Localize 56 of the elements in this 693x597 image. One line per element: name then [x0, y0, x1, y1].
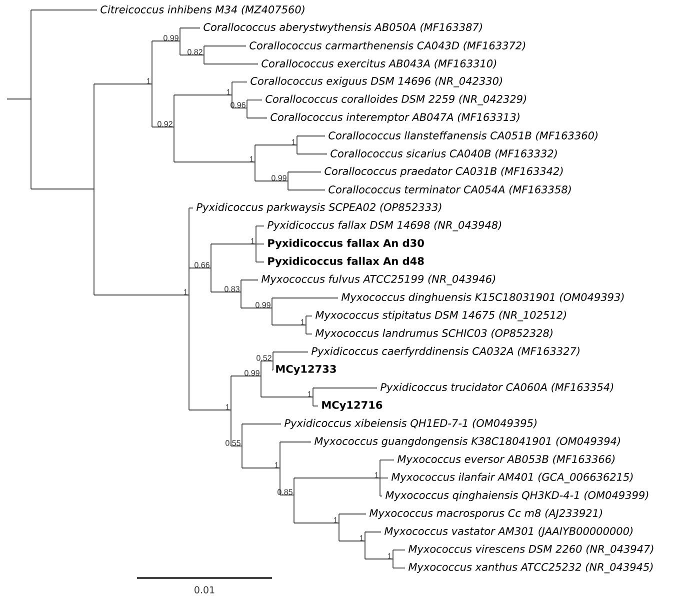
support-value: 1: [226, 404, 230, 410]
taxon-label: Myxococcus landrumus SCHIC03 (OP852328): [315, 328, 552, 340]
support-value: 1: [250, 156, 254, 162]
taxon-label: MCy12733: [276, 364, 336, 376]
taxon-label: Myxococcus vastator AM301 (JAAIYB00000000): [384, 526, 633, 538]
scale-label: 0.01: [194, 586, 214, 594]
taxon-label: Myxococcus ilanfair AM401 (GCA_006636215): [391, 472, 633, 484]
taxon-label: Corallococcus terminator CA054A (MF163358): [328, 185, 571, 195]
support-value: 1: [226, 89, 230, 95]
taxon-label: Pyxidicoccus parkwaysis SCPEA02 (OP852333): [196, 202, 442, 214]
support-value: 0.82: [188, 49, 202, 55]
taxon-label: Citreicoccus inhibens M34 (MZ407560): [100, 5, 304, 15]
support-value: 0.52: [256, 355, 272, 361]
support-value: 1: [300, 319, 304, 325]
support-value: 1: [374, 472, 378, 478]
taxon-label: Myxococcus fulvus ATCC25199 (NR_043946): [261, 274, 496, 286]
taxon-label: MCy12716: [322, 400, 382, 412]
support-value: 1: [146, 78, 150, 84]
support-value: 1: [274, 462, 278, 468]
support-value: 1: [292, 139, 296, 145]
taxon-label: Corallococcus coralloides DSM 2259 (NR_042329): [266, 94, 526, 106]
support-value: 0.99: [272, 175, 286, 181]
support-value: 0.66: [194, 262, 210, 268]
taxon-label: Myxococcus dinghuensis K15C18031901 (OM049393): [342, 292, 624, 304]
support-value: 0.92: [158, 121, 172, 127]
taxon-label: Corallococcus praedator CA031B (MF163342): [324, 166, 563, 178]
taxon-label: Corallococcus sicarius CA040B (MF163332): [330, 149, 557, 159]
taxon-label: Corallococcus carmarthenensis CA043D (MF163372): [250, 41, 526, 51]
taxon-label: Myxococcus stipitatus DSM 14675 (NR_102512): [315, 310, 566, 322]
taxon-label: Pyxidicoccus xibeiensis QH1ED-7-1 (OM049395): [284, 418, 537, 430]
support-value: 0.99: [164, 35, 178, 41]
support-value: 1: [250, 238, 254, 244]
support-value: 0.99: [256, 302, 270, 308]
taxon-label: Pyxidicoccus fallax DSM 14698 (NR_043948): [267, 220, 502, 232]
taxon-label: Myxococcus qinghaiensis QH3KD-4-1 (OM049399): [386, 490, 648, 502]
taxon-label: Corallococcus exiguus DSM 14696 (NR_042330): [250, 76, 502, 88]
taxon-label: Pyxidicoccus trucidator CA060A (MF163354): [380, 382, 614, 394]
support-value: 0.99: [244, 370, 260, 376]
taxon-label: Myxococcus guangdongensis K38C18041901 (OM049394): [314, 436, 620, 448]
support-value: 1: [360, 535, 364, 541]
taxon-label: Pyxidicoccus fallax An d30: [268, 238, 424, 250]
support-value: 1: [184, 289, 188, 295]
support-value: 1: [308, 391, 312, 397]
taxon-label: Myxococcus macrosporus Cc m8 (AJ233921): [369, 508, 602, 520]
taxon-label: Corallococcus llansteffanensis CA051B (MF163360): [328, 131, 598, 141]
support-value: 0.83: [224, 286, 240, 292]
support-value: 1: [388, 553, 392, 559]
taxon-label: Myxococcus eversor AB053B (MF163366): [398, 454, 615, 466]
taxon-label: Myxococcus xanthus ATCC25232 (NR_043945): [408, 562, 653, 574]
taxon-label: Pyxidicoccus caerfyrddinensis CA032A (MF163327): [311, 346, 580, 358]
taxon-label: Corallococcus exercitus AB043A (MF163310): [262, 59, 496, 69]
taxon-label: Pyxidicoccus fallax An d48: [268, 256, 424, 268]
taxon-label: Corallococcus interemptor AB047A (MF163313): [270, 112, 520, 124]
support-value: 1: [334, 517, 338, 523]
taxon-label: Myxococcus virescens DSM 2260 (NR_043947): [408, 544, 654, 556]
taxon-label: Corallococcus aberystwythensis AB050A (MF163387): [204, 22, 482, 34]
